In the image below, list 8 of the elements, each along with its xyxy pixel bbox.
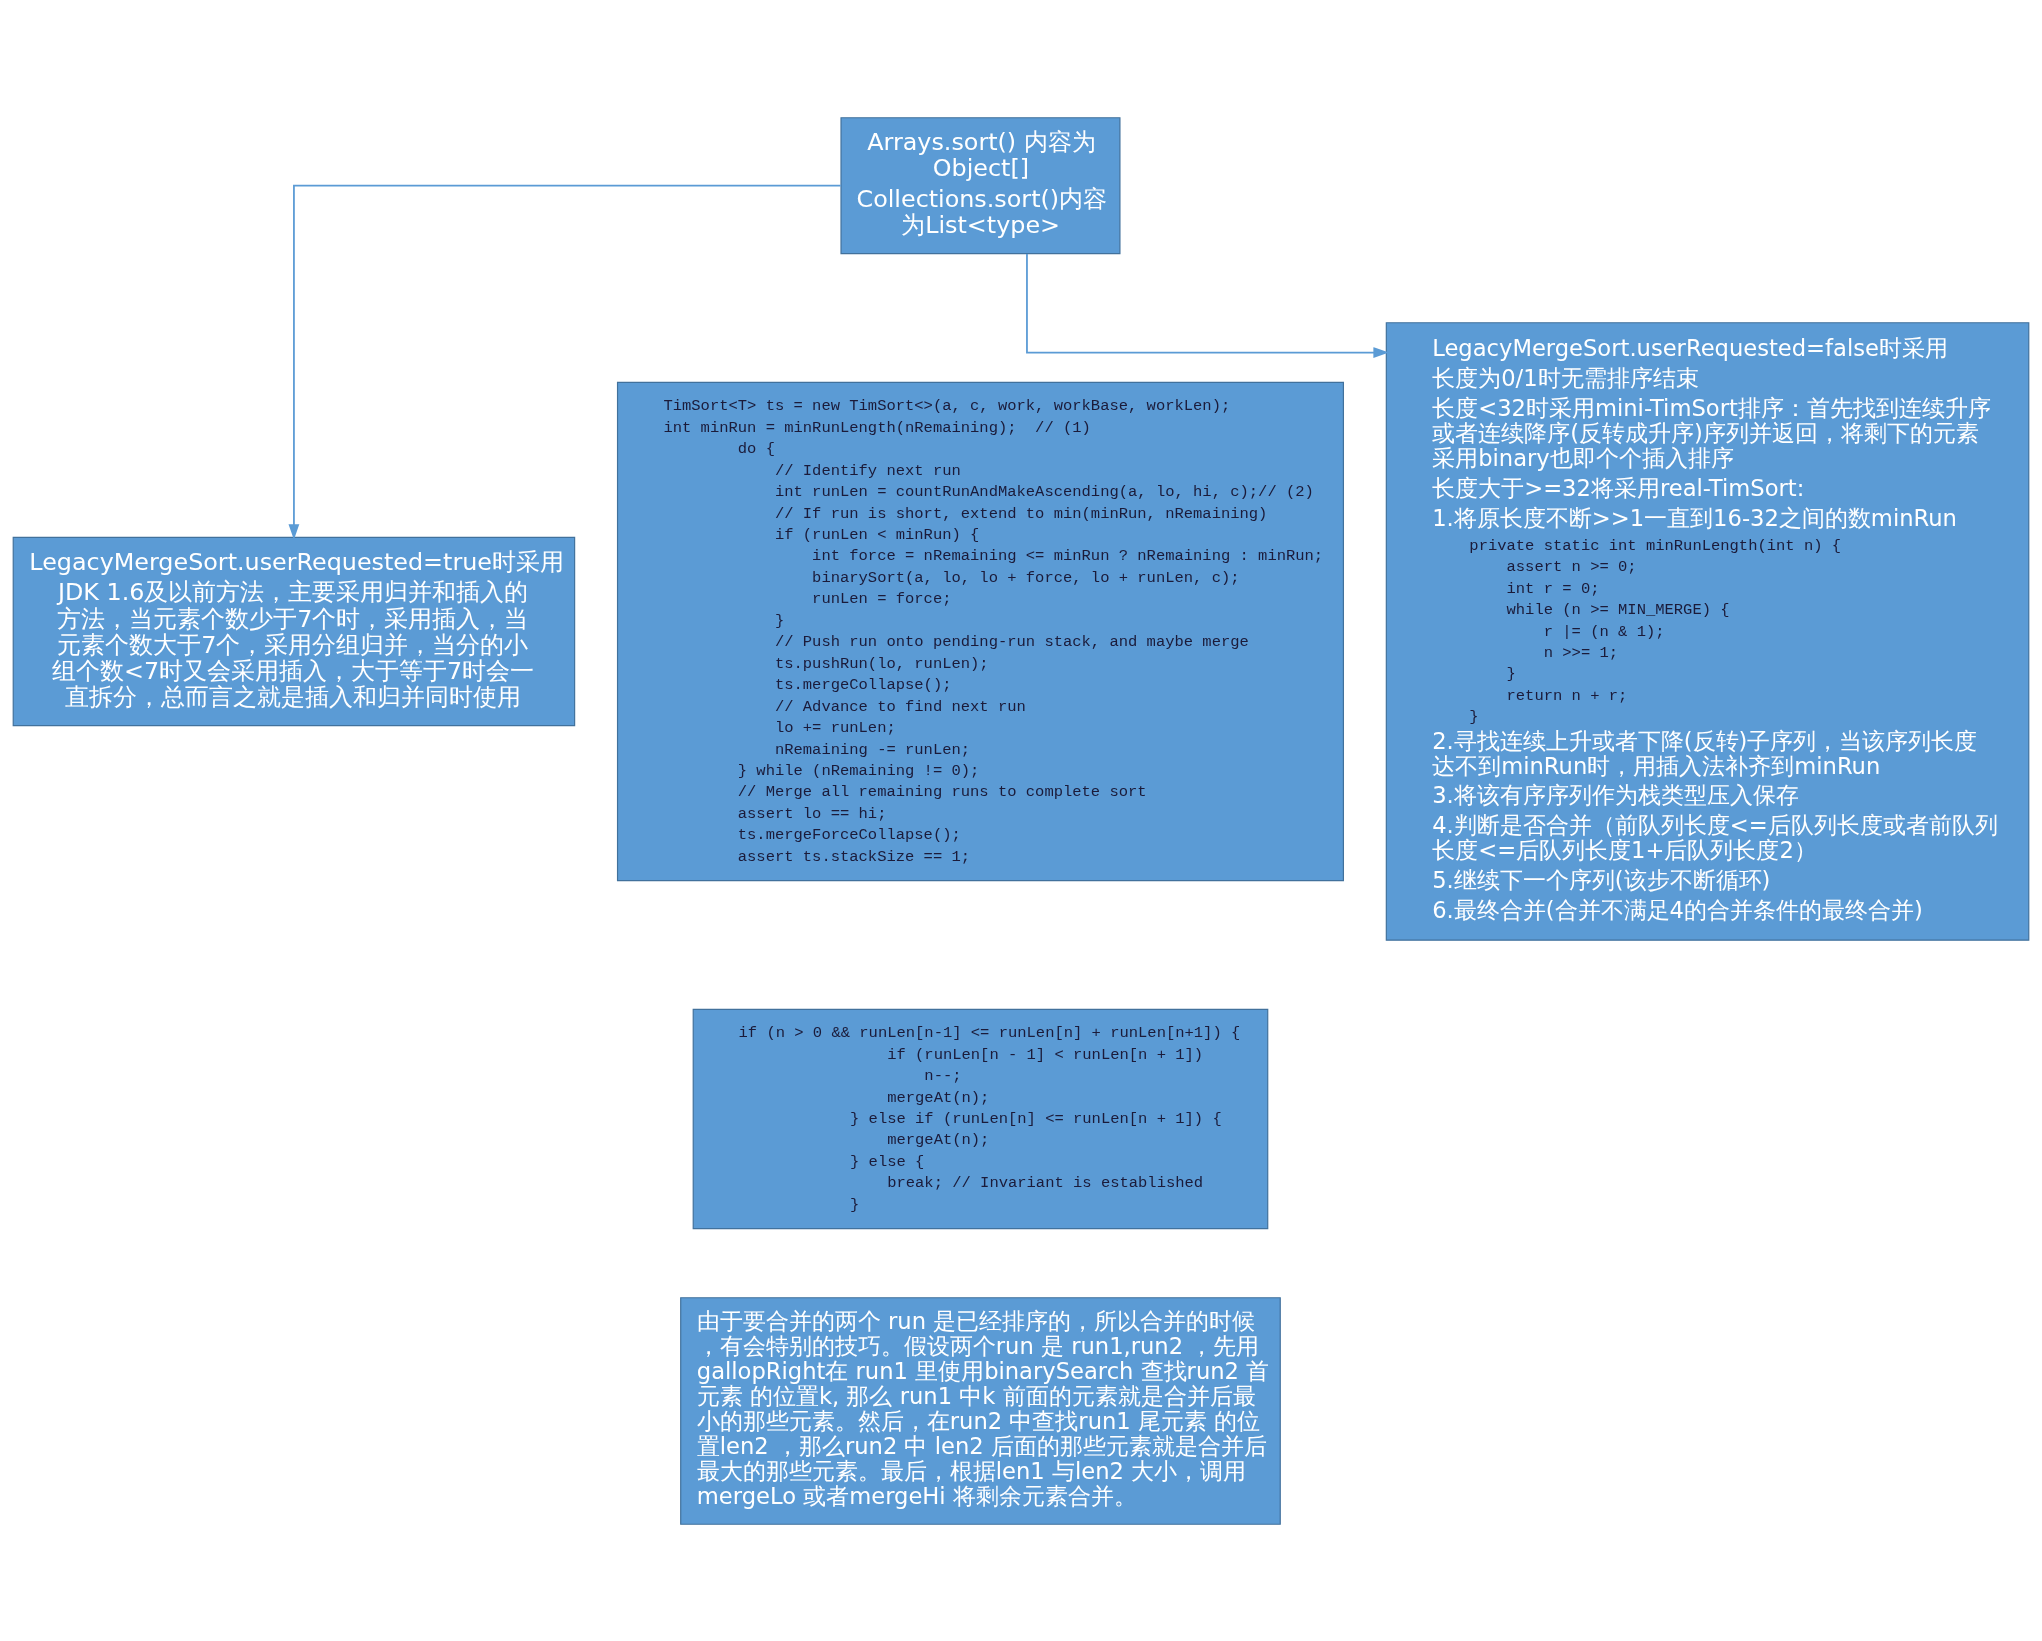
arrow (1026, 252, 1389, 358)
node-box: LegacyMergeSort.userRequested=false时采用 长度为0/1时无需排序结束 长度<32时采用mini-TimSort排序：首先找到连续升序或者连续降序(反转成升序)序列并返回，将剩下的元素采用binary也即个个插入排序 长度大于>=32将采用real-TimSort: 1.将原长度不断>>1一直到16-32之间的数minRun private static int minRunLength(int n) { assert n >= 0; int r = 0; while (n >= MIN_MERGE) { r |= (n & 1); n >>= 1; } return n + r; } 2.寻找连续上升或者下降(反转)子序列，当该序列长度达不到minRun时，用插入法补齐到minRun 3.将该有序序列作为栈类型压入保存 4.判断是否合并（前队列长度<=后队列长度或者前队列长度<=后队列长度1+后队列长度2） 5.继续下一个序列(该步不断循环) 6.最终合并(合并不满足4的合并条件的最终合并) (1385, 321, 2030, 941)
node-box: Arrays.sort() 内容为Object[] Collections.sort()内容为List<type> (840, 116, 1121, 254)
node-box: 由于要合并的两个 run 是已经排序的，所以合并的时候，有会特别的技巧。假设两个run 是 run1,run2 ，先用 gallopRight在 run1 里使用binarySearch 查找run2 首元素 的位置k, 那么 run1 中k 前面的元素就是合并后最小的那些元素。然后，在run2 中查找run1 尾元素 的位置len2 ，那么run2 中 len2 后面的那些元素就是合并后最大的那些元素。最后，根据len1 与len2 大小，调用mergeLo 或者mergeHi 将剩余元素合并。 (680, 1296, 1281, 1525)
node-box: LegacyMergeSort.userRequested=true时采用 JDK 1.6及以前方法，主要采用归并和插入的方法，当元素个数少于7个时，采用插入，当元素个数大于7个，采用分组归并，当分的小组个数<7时又会采用插入，大于等于7时会一直拆分，总而言之就是插入和归并同时使用 (12, 536, 576, 726)
node-box: if (n > 0 && runLen[n-1] <= runLen[n] + runLen[n+1]) { if (runLen[n - 1] < runLen[n + 1]) n--; mergeAt(n); } else if (runLen[n] <= runLen[n + 1]) { mergeAt(n); } else { break; // Invariant is established } (692, 1008, 1269, 1229)
node-box: TimSort<T> ts = new TimSort<>(a, c, work, workBase, workLen); int minRun = minRunLength(nRemaining); // (1) do { // Identify next run int runLen = countRunAndMakeAscending(a, lo, hi, c);// (2) // If run is short, extend to min(minRun, nRemaining) if (runLen < minRun) { int force = nRemaining <= minRun ? nRemaining : minRun; binarySort(a, lo, lo + force, lo + runLen, c); runLen = force; } // Push run onto pending-run stack, and maybe merge ts.pushRun(lo, runLen); ts.mergeCollapse(); // Advance to find next run lo += runLen; nRemaining -= runLen; } while (nRemaining != 0); // Merge all remaining runs to complete sort assert lo == hi; ts.mergeForceCollapse(); assert ts.stackSize == 1; (616, 381, 1344, 881)
arrow (288, 184, 842, 540)
